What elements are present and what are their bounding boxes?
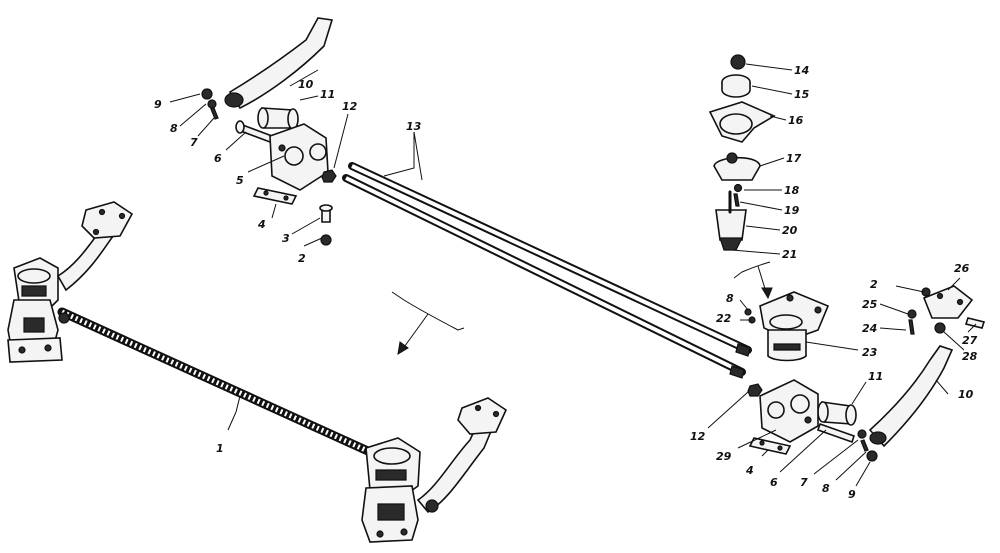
callout-14: 14 <box>794 64 809 77</box>
callout-7-right: 7 <box>800 476 808 489</box>
stud-20 <box>715 209 747 241</box>
insulator-17 <box>713 156 761 181</box>
callout-6-left: 6 <box>214 152 222 165</box>
callout-8-mid: 8 <box>726 292 734 305</box>
callout-10-right: 10 <box>958 388 974 401</box>
nut-14 <box>730 54 746 70</box>
callout-11-left: 11 <box>320 88 335 101</box>
callout-23: 23 <box>862 346 878 359</box>
lower-right-cluster <box>747 345 954 462</box>
right-lower-mount-assembly <box>361 397 508 543</box>
lever-10-right <box>868 345 954 448</box>
callout-13: 13 <box>406 120 422 133</box>
lever-10-left <box>228 17 334 110</box>
callout-4-left: 4 <box>257 218 266 231</box>
callout-4-right: 4 <box>745 464 754 477</box>
callout-12-right: 12 <box>690 430 706 443</box>
callout-3: 3 <box>282 232 290 245</box>
callout-11-right: 11 <box>868 370 883 383</box>
callout-24: 24 <box>862 322 877 335</box>
leader-lines <box>169 63 977 487</box>
callout-7-left: 7 <box>190 136 198 149</box>
callout-20: 20 <box>782 224 798 237</box>
callout-22: 22 <box>716 312 732 325</box>
callout-10-left: 10 <box>298 78 314 91</box>
callout-5: 5 <box>236 174 244 187</box>
callout-1: 1 <box>216 442 224 455</box>
upper-left-cluster <box>201 17 337 246</box>
callout-15: 15 <box>794 88 810 101</box>
callout-26: 26 <box>954 262 970 275</box>
callout-12-left: 12 <box>342 100 358 113</box>
callout-28: 28 <box>962 350 978 363</box>
right-mid-cluster <box>744 291 830 362</box>
stabilizer-bar-1 <box>57 307 397 467</box>
callout-6-right: 6 <box>770 476 778 489</box>
callout-21: 21 <box>782 248 797 261</box>
callout-27: 27 <box>962 334 978 347</box>
callout-29: 29 <box>716 450 732 463</box>
plate-26 <box>922 285 974 319</box>
direction-arrow-right <box>733 261 773 300</box>
callout-9-right: 9 <box>848 488 856 501</box>
callout-8-left: 8 <box>170 122 178 135</box>
callout-25: 25 <box>862 298 878 311</box>
callout-19: 19 <box>784 204 800 217</box>
callout-8-right: 8 <box>822 482 830 495</box>
left-mount-assembly <box>7 201 134 363</box>
upper-right-stack <box>708 54 776 251</box>
callout-2-left: 2 <box>298 252 306 265</box>
callout-16: 16 <box>788 114 804 127</box>
far-right-cluster <box>907 285 986 335</box>
callout-17: 17 <box>786 152 802 165</box>
callout-18: 18 <box>784 184 800 197</box>
callout-2-right: 2 <box>870 278 878 291</box>
direction-arrow-center <box>391 291 465 355</box>
callout-labels: 1 2 3 4 5 6 7 8 9 10 11 12 13 14 15 16 1… <box>154 64 978 501</box>
stabilizer-bars-13 <box>342 162 752 379</box>
callout-9-left: 9 <box>154 98 162 111</box>
